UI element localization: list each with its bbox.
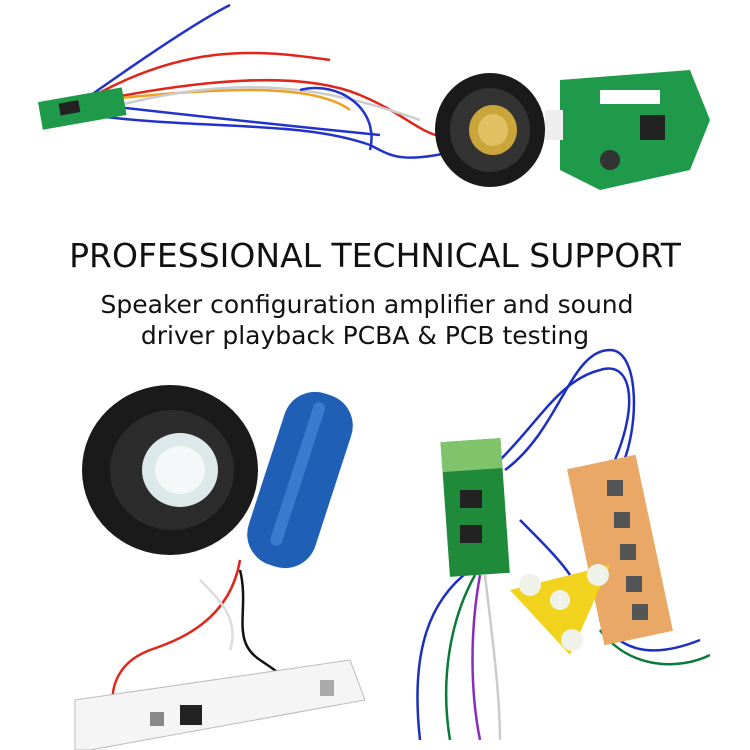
triangle-led-board [510,564,610,655]
bottom-right-wires [416,348,711,741]
lithium-battery [247,391,353,569]
top-wires [69,3,471,159]
led-driver-board [74,659,366,750]
small-pcb-module [38,87,127,130]
subtitle-line-2: driver playback PCBA & PCB testing [140,321,590,350]
perfboard-buttons [567,454,673,646]
subtitle-line-1: Speaker configuration amplifier and soun… [100,290,634,319]
headline: PROFESSIONAL TECHNICAL SUPPORT [69,236,681,275]
bluetooth-module [440,438,510,577]
amplifier-pcb [545,70,710,190]
large-speaker [82,385,258,555]
small-speaker [435,73,545,187]
